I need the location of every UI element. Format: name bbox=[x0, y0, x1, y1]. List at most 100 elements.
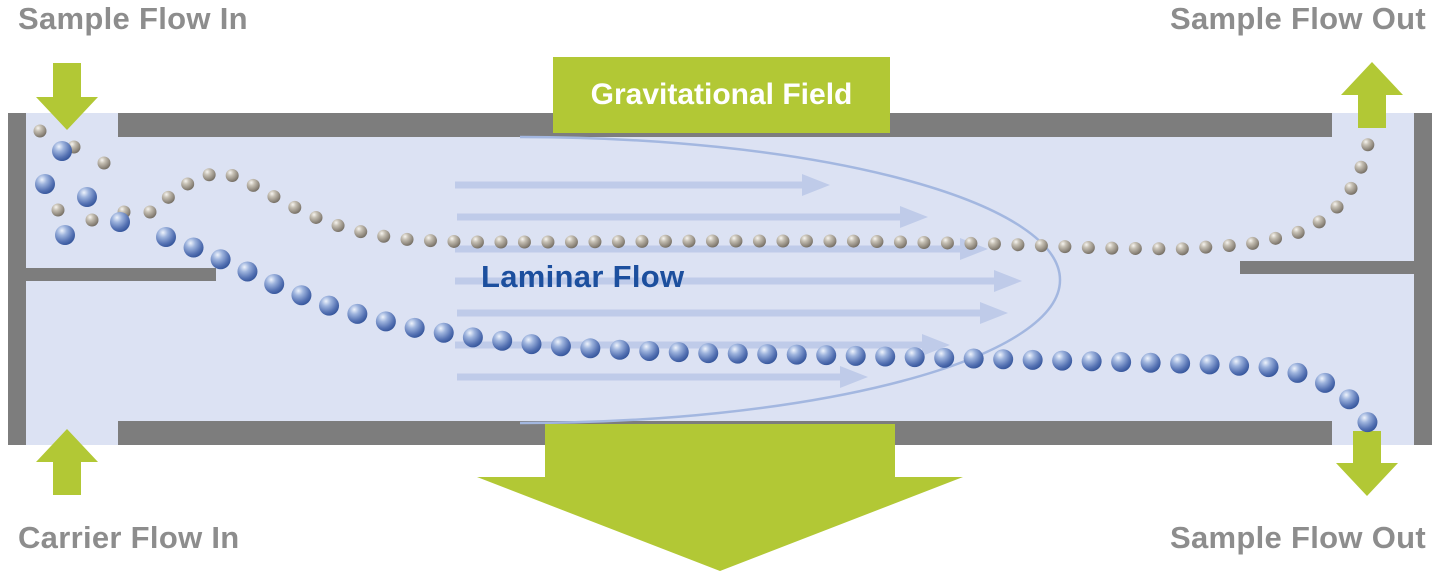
gray-particle bbox=[33, 124, 47, 138]
gray-particle bbox=[331, 219, 345, 233]
gray-particle bbox=[823, 234, 837, 248]
blue-particle bbox=[347, 303, 368, 324]
gray-particle bbox=[893, 235, 907, 249]
sample-flow-in-arrow bbox=[36, 63, 98, 130]
blue-particle-stream bbox=[35, 141, 1378, 433]
gray-particle bbox=[541, 235, 555, 249]
blue-particle bbox=[757, 344, 778, 365]
blue-particle bbox=[264, 273, 285, 294]
blue-particle bbox=[1315, 372, 1336, 393]
blue-particle bbox=[875, 346, 896, 367]
gray-particle bbox=[1034, 239, 1048, 253]
gray-particle bbox=[1105, 241, 1119, 255]
blue-particle bbox=[1287, 362, 1308, 383]
blue-particle bbox=[550, 336, 571, 357]
blue-particle bbox=[904, 347, 925, 368]
laminar-flow-arrow bbox=[455, 174, 830, 196]
gray-particle bbox=[1361, 138, 1375, 152]
blue-particle bbox=[237, 261, 258, 282]
blue-particle bbox=[1199, 354, 1220, 375]
gray-particle bbox=[1344, 181, 1358, 195]
gray-particle bbox=[309, 210, 323, 224]
blue-particle bbox=[375, 311, 396, 332]
blue-particle bbox=[492, 330, 513, 351]
gray-particle bbox=[494, 235, 508, 249]
gray-particle bbox=[588, 235, 602, 249]
gray-particle bbox=[1081, 241, 1095, 255]
gray-particle bbox=[1152, 242, 1166, 256]
gray-particle bbox=[799, 234, 813, 248]
blue-particle bbox=[462, 327, 483, 348]
laminar-flow-arrow bbox=[457, 206, 928, 228]
blue-particle bbox=[319, 295, 340, 316]
laminar-flow-arrow bbox=[455, 270, 1022, 292]
gray-particle bbox=[1222, 238, 1236, 252]
gray-particle bbox=[870, 235, 884, 249]
gravitational-field-banner-text: Gravitational Field bbox=[590, 78, 853, 111]
blue-particle bbox=[52, 141, 72, 161]
blue-particle bbox=[1339, 389, 1360, 410]
gray-particle bbox=[635, 234, 649, 248]
blue-particle bbox=[993, 349, 1014, 370]
gray-particle bbox=[776, 234, 790, 248]
gray-particle bbox=[729, 234, 743, 248]
gray-particle-stream bbox=[33, 124, 1375, 256]
gray-particle bbox=[447, 234, 461, 248]
gray-particle bbox=[1058, 240, 1072, 254]
label-sample-flow-out-bottom: Sample Flow Out bbox=[1170, 520, 1426, 555]
gray-particle bbox=[354, 225, 368, 239]
gray-particle bbox=[517, 235, 531, 249]
gray-particle bbox=[143, 205, 157, 219]
gray-particle bbox=[97, 156, 111, 170]
blue-particle bbox=[110, 212, 130, 232]
gray-particle bbox=[846, 234, 860, 248]
blue-particle bbox=[816, 345, 837, 366]
gray-particle bbox=[288, 200, 302, 214]
gray-particle bbox=[377, 229, 391, 243]
label-sample-flow-out-top: Sample Flow Out bbox=[1170, 1, 1426, 36]
gray-particle bbox=[682, 234, 696, 248]
gray-particle bbox=[161, 190, 175, 204]
gray-particle bbox=[202, 168, 216, 182]
gray-particle bbox=[225, 168, 239, 182]
blue-particle bbox=[609, 339, 630, 360]
blue-particle bbox=[433, 322, 454, 343]
blue-particle bbox=[934, 347, 955, 368]
gray-particle bbox=[1246, 236, 1260, 250]
blue-particle bbox=[156, 227, 176, 247]
blue-particle bbox=[639, 340, 660, 361]
channel-right-wall bbox=[1414, 113, 1432, 445]
blue-particle bbox=[1111, 352, 1132, 373]
gray-particle bbox=[470, 235, 484, 249]
gray-particle bbox=[400, 232, 414, 246]
gray-particle bbox=[246, 178, 260, 192]
gray-particle bbox=[564, 235, 578, 249]
right-flow-splitter bbox=[1240, 261, 1432, 274]
blue-particle bbox=[521, 334, 542, 355]
gray-particle bbox=[705, 234, 719, 248]
blue-particle bbox=[1170, 353, 1191, 374]
blue-particle bbox=[77, 187, 97, 207]
parabola-flow-profile bbox=[519, 135, 1062, 425]
blue-particle bbox=[1052, 350, 1073, 371]
label-carrier-flow-in: Carrier Flow In bbox=[18, 520, 240, 555]
gray-particle bbox=[181, 177, 195, 191]
blue-particle bbox=[668, 342, 689, 363]
blue-particle bbox=[698, 343, 719, 364]
gray-particle bbox=[964, 236, 978, 250]
gray-particle bbox=[1291, 225, 1305, 239]
carrier-flow-in-arrow bbox=[36, 429, 98, 495]
blue-particle bbox=[1022, 349, 1043, 370]
blue-particle bbox=[1140, 352, 1161, 373]
gravitational-field-banner: Gravitational Field bbox=[553, 57, 890, 133]
blue-particle bbox=[1258, 357, 1279, 378]
blue-particle bbox=[727, 343, 748, 364]
gray-particle bbox=[1312, 215, 1326, 229]
label-sample-flow-in: Sample Flow In bbox=[18, 1, 248, 36]
blue-particle bbox=[1081, 351, 1102, 372]
blue-particle bbox=[404, 317, 425, 338]
blue-particle bbox=[1357, 412, 1378, 433]
gray-particle bbox=[1199, 240, 1213, 254]
blue-particle bbox=[786, 344, 807, 365]
